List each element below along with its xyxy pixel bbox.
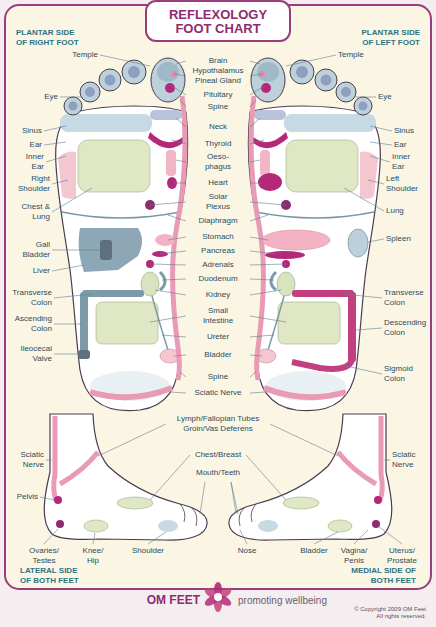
zone-label: Sinus — [14, 126, 42, 136]
zone-label: Temple — [66, 50, 98, 60]
zone-label: Ear — [394, 140, 422, 150]
zone-label: Spine — [188, 372, 248, 382]
zone-label: Temple — [338, 50, 370, 60]
zone-label: Hypothalamus Pineal Gland — [189, 66, 247, 86]
zone-label: Gall Bladder — [10, 240, 50, 260]
zone-label: Thyroid — [188, 139, 248, 149]
zone-label: Diaphragm — [188, 216, 248, 226]
zone-label: Shoulder — [126, 546, 170, 556]
zone-label: Bladder — [188, 350, 248, 360]
zone-label: Right Shoulder — [10, 174, 50, 194]
zone-label: Inner Ear — [14, 152, 44, 172]
zone-label: Solar Plexus — [201, 192, 235, 212]
zone-label: Pancreas — [188, 246, 248, 256]
zone-label: Duodenum — [188, 274, 248, 284]
zone-label: Adrenals — [188, 260, 248, 270]
zone-label: Pituitary — [188, 90, 248, 100]
zone-label: Lung — [386, 206, 426, 216]
brand-tagline: promoting wellbeing — [238, 594, 338, 607]
zone-label: Ileocecal Valve — [6, 344, 52, 364]
zone-label: Spleen — [386, 234, 426, 244]
zone-label: Pelvis — [8, 492, 38, 502]
zone-label: Descending Colon — [384, 318, 430, 338]
view-heading: PLANTAR SIDE OF RIGHT FOOT — [16, 28, 86, 48]
copyright-note: © Copyright 2009 OM Feet All rights rese… — [350, 606, 426, 620]
zone-label: Ear — [14, 140, 42, 150]
zone-label: Small Intestine — [198, 306, 238, 326]
zone-label: Left Shoulder — [386, 174, 426, 194]
zone-label: Eye — [36, 92, 58, 102]
zone-label: Heart — [188, 178, 248, 188]
zone-label: Lymph/Fallopian Tubes Groin/Vas Deferens — [170, 414, 266, 434]
zone-label: Nose — [232, 546, 262, 556]
zone-label: Ovaries/ Testes — [26, 546, 62, 566]
brand-name: OM FEET — [120, 593, 200, 607]
zone-label: Chest & Lung — [10, 202, 50, 222]
zone-label: Chest/Breast — [188, 450, 248, 460]
view-heading: PLANTAR SIDE OF LEFT FOOT — [350, 28, 420, 48]
zone-label: Stomach — [188, 232, 248, 242]
zone-label: Kidney — [188, 290, 248, 300]
view-heading: LATERAL SIDE OF BOTH FEET — [20, 566, 88, 586]
zone-label: Mouth/Teeth — [188, 468, 248, 478]
zone-label: Eye — [378, 92, 400, 102]
zone-label: Liver — [10, 266, 50, 276]
zone-label: Bladder — [296, 546, 332, 556]
zone-label: Knee/ Hip — [78, 546, 108, 566]
zone-label: Ascending Colon — [6, 314, 52, 334]
zone-label: Transverse Colon — [384, 288, 430, 308]
zone-label: Ureter — [188, 332, 248, 342]
zone-label: Spine — [188, 102, 248, 112]
zone-label: Sciatic Nerve — [188, 388, 248, 398]
zone-label: Sciatic Nerve — [392, 450, 428, 470]
zone-label: Sinus — [394, 126, 422, 136]
zone-label: Sigmoid Colon — [384, 364, 430, 384]
zone-label: Uterus/ Prostate — [380, 546, 424, 566]
view-heading: MEDIAL SIDE OF BOTH FEET — [348, 566, 416, 586]
zone-label: Vagina/ Penis — [336, 546, 372, 566]
zone-label: Transverse Colon — [6, 288, 52, 308]
zone-label: Oeso- phagus — [201, 152, 235, 172]
chart-title: REFLEXOLOGY FOOT CHART — [160, 8, 276, 36]
zone-label: Neck — [188, 122, 248, 132]
zone-label: Sciatic Nerve — [8, 450, 44, 470]
zone-label: Brain — [188, 56, 248, 66]
zone-label: Inner Ear — [392, 152, 422, 172]
